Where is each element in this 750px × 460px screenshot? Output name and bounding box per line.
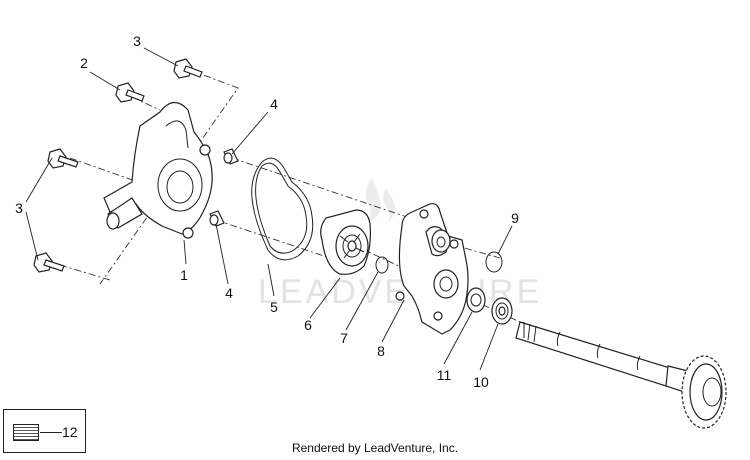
bolt-top-right: [173, 58, 203, 79]
callout-4-bottom: 4: [225, 285, 233, 301]
drive-gear: [681, 355, 727, 429]
callout-3-left: 3: [15, 200, 23, 216]
pump-cover: [103, 101, 213, 239]
drive-shaft: [515, 321, 693, 395]
footer-credit: Rendered by LeadVenture, Inc.: [291, 441, 459, 455]
kit-icon: [13, 424, 39, 441]
dowel-pin-bottom: [209, 210, 225, 227]
dowel-pin-top: [223, 148, 239, 165]
bearing: [491, 297, 513, 325]
callout-11: 11: [437, 367, 452, 383]
leader-lines: [25, 47, 513, 371]
impeller: [320, 209, 371, 275]
callout-5: 5: [270, 299, 278, 315]
bolt-left-bottom: [33, 252, 65, 273]
watermark-logo: [365, 178, 396, 224]
callout-1: 1: [180, 267, 188, 283]
bolt-upper-left: [115, 82, 145, 103]
callout-4-top: 4: [270, 96, 278, 112]
callout-7: 7: [340, 330, 348, 346]
kit-legend-box: 12: [3, 409, 86, 453]
gasket-o-ring: [251, 157, 314, 261]
callout-12: 12: [62, 424, 78, 440]
callout-10: 10: [473, 374, 489, 390]
shaft-seal: [466, 287, 486, 313]
callout-9: 9: [511, 210, 519, 226]
circlip: [375, 256, 389, 274]
small-o-ring: [485, 251, 503, 273]
callout-8: 8: [377, 343, 385, 359]
callout-2: 2: [80, 55, 88, 71]
bolt-left-top: [47, 148, 79, 169]
callout-3-top: 3: [133, 33, 141, 49]
pump-body: [395, 203, 469, 335]
kit-leader-line: [40, 432, 62, 433]
callout-6: 6: [304, 317, 312, 333]
